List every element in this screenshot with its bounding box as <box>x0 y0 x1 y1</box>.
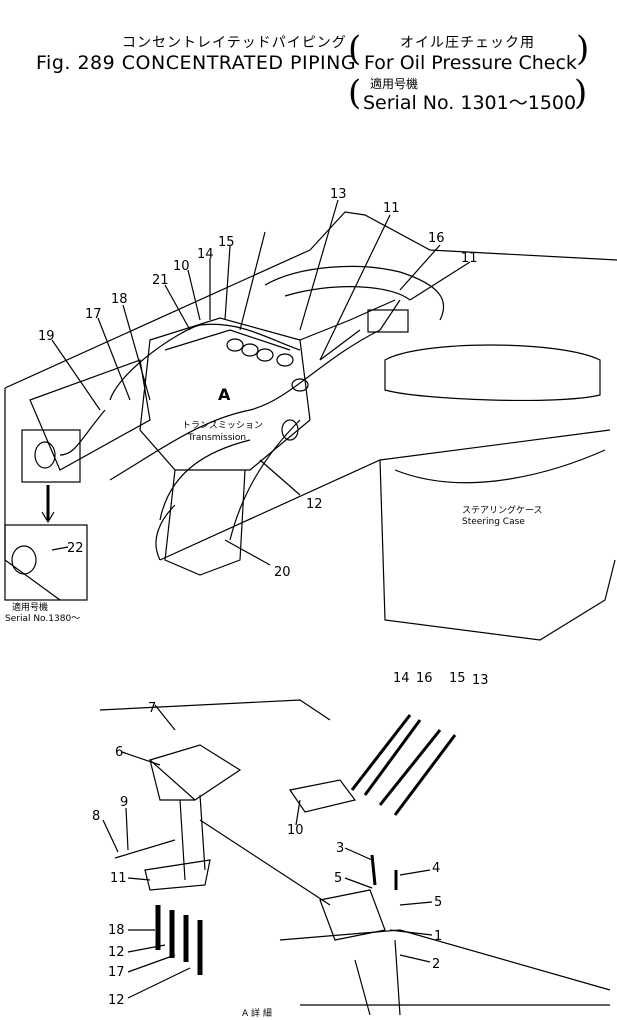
transmission-label: Transmission <box>187 433 246 443</box>
japanese-subtitle: オイル圧チェック用 <box>400 35 535 51</box>
callout-16: 16 <box>428 231 445 246</box>
serial-label-jp: 適用号機 <box>370 77 419 91</box>
callout-18: 18 <box>111 292 128 307</box>
callout-13: 13 <box>330 187 347 202</box>
callout-1: 1 <box>434 929 442 944</box>
callout-15: 15 <box>218 235 235 250</box>
callout-18: 18 <box>108 923 125 938</box>
callout-12: 12 <box>306 497 323 512</box>
main-assembly-drawing <box>4 199 617 641</box>
callout-16: 16 <box>416 671 433 686</box>
callout-8: 8 <box>92 809 100 824</box>
callout-11: 11 <box>110 871 127 886</box>
callout-6: 6 <box>115 745 123 760</box>
callout-15: 15 <box>449 671 466 686</box>
transmission-label-jp: トランスミッション <box>182 420 263 431</box>
serial-range: Serial No. 1301～1500 <box>363 92 577 114</box>
japanese-title: コンセントレイテッドパイピング <box>122 35 347 51</box>
callout-20: 20 <box>274 565 291 580</box>
figure-title: Fig. 289 CONCENTRATED PIPING <box>36 52 357 74</box>
callout-11: 11 <box>383 201 400 216</box>
detail-a-caption: A 詳 細 <box>242 1007 272 1019</box>
detail-a-drawing <box>99 699 611 1016</box>
callout-3: 3 <box>336 841 344 856</box>
callout-5: 5 <box>334 871 342 886</box>
steering-case-label: Steering Case <box>462 517 525 527</box>
callout-19: 19 <box>38 329 55 344</box>
callout-5: 5 <box>434 895 442 910</box>
right-paren-2: ) <box>574 73 588 113</box>
inset-serial-label: Serial No.1380～ <box>5 614 80 624</box>
right-paren-1: ) <box>576 29 590 69</box>
callout-12: 12 <box>108 993 125 1008</box>
inset-serial-label-jp: 適用号機 <box>12 601 48 613</box>
left-paren-2: ( <box>348 73 362 113</box>
callout-21: 21 <box>152 273 169 288</box>
steering-case-label-jp: ステアリングケース <box>462 504 543 516</box>
view-a-marker: A <box>218 385 231 404</box>
callout-22: 22 <box>67 541 84 556</box>
callout-14: 14 <box>393 671 410 686</box>
callout-14: 14 <box>197 247 214 262</box>
callout-13: 13 <box>472 673 489 688</box>
callout-2: 2 <box>432 957 440 972</box>
subtitle: For Oil Pressure Check <box>364 52 577 74</box>
callout-10: 10 <box>287 823 304 838</box>
left-paren-1: ( <box>348 29 362 69</box>
callout-12: 12 <box>108 945 125 960</box>
callout-7: 7 <box>148 701 156 716</box>
callout-9: 9 <box>120 795 128 810</box>
callout-17: 17 <box>108 965 125 980</box>
callout-4: 4 <box>432 861 440 876</box>
callout-10: 10 <box>173 259 190 274</box>
callout-11: 11 <box>461 251 478 266</box>
callout-17: 17 <box>85 307 102 322</box>
